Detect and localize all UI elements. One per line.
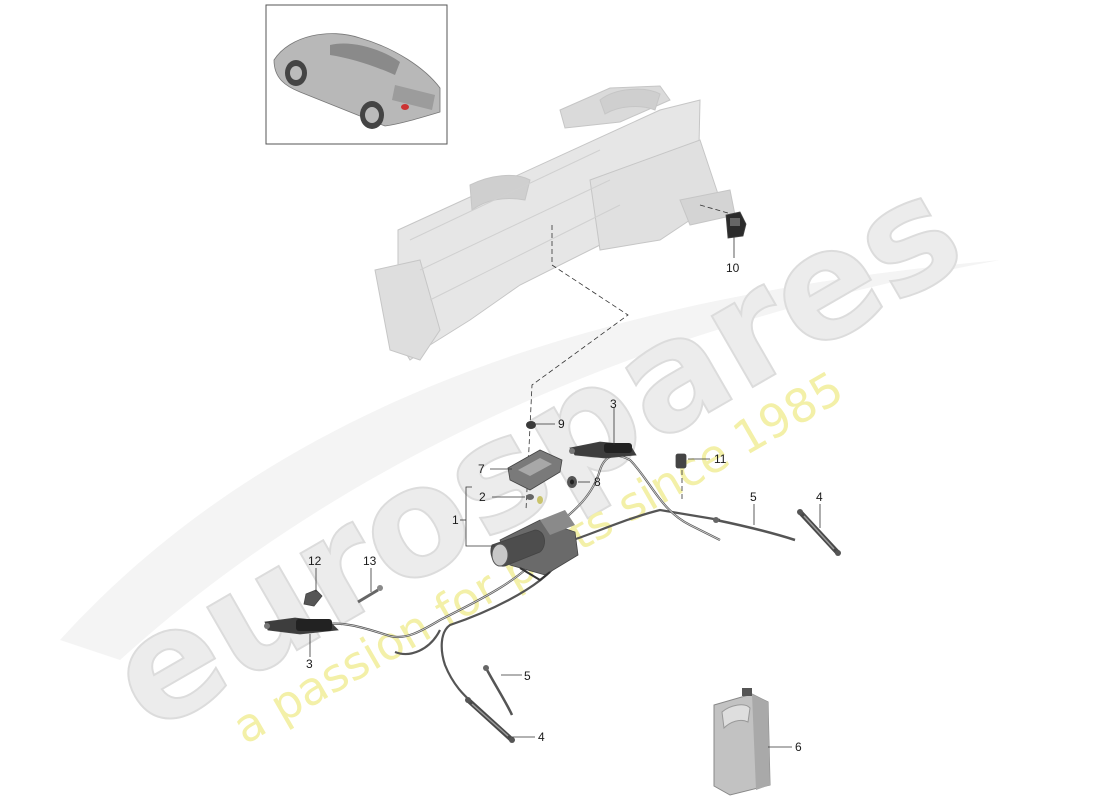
vehicle-thumbnail (265, 4, 448, 145)
callout-10: 10 (726, 261, 740, 275)
callout-5-upper: 5 (750, 490, 757, 504)
roof-frame-assembly (374, 85, 736, 361)
part-10-switch (725, 211, 747, 239)
part-5-lower-hose (483, 665, 514, 716)
callout-5-lower: 5 (524, 669, 531, 683)
callout-labels: 1 2 3 3 4 4 5 5 6 7 8 9 10 11 12 13 (306, 261, 823, 754)
part-11-sensor (675, 453, 687, 469)
callout-4-lower: 4 (538, 730, 545, 744)
callout-11: 11 (714, 452, 727, 466)
callout-12: 12 (308, 554, 322, 568)
part-4-upper-strut (797, 509, 841, 556)
callout-3-lower: 3 (306, 657, 313, 671)
part-6-oil-bottle (713, 688, 771, 796)
callout-8: 8 (594, 475, 601, 489)
callout-9: 9 (558, 417, 565, 431)
leader-lines (309, 236, 821, 748)
callout-7: 7 (478, 462, 485, 476)
part-1-hydraulic-pump (490, 510, 579, 582)
callout-1: 1 (452, 513, 459, 527)
callout-3-upper: 3 (610, 397, 617, 411)
watermark-swoosh (60, 260, 1000, 660)
callout-6: 6 (795, 740, 802, 754)
part-7-bracket (507, 449, 563, 491)
part-3-upper-cylinder (569, 441, 637, 459)
callout-2: 2 (479, 490, 486, 504)
part-2-screw (526, 494, 543, 504)
car-icon (273, 33, 441, 129)
dashed-link-10 (699, 204, 736, 216)
part-13-bolt (357, 585, 383, 604)
part-4-lower-strut (465, 697, 515, 743)
callout-13: 13 (363, 554, 377, 568)
part-12-fitting (303, 589, 323, 607)
part-9-nut (526, 421, 536, 429)
part-8-grommet (567, 476, 577, 488)
part-3-lower-cylinder (264, 617, 339, 635)
part-5-upper-hose (713, 517, 796, 542)
callout-4-upper: 4 (816, 490, 823, 504)
